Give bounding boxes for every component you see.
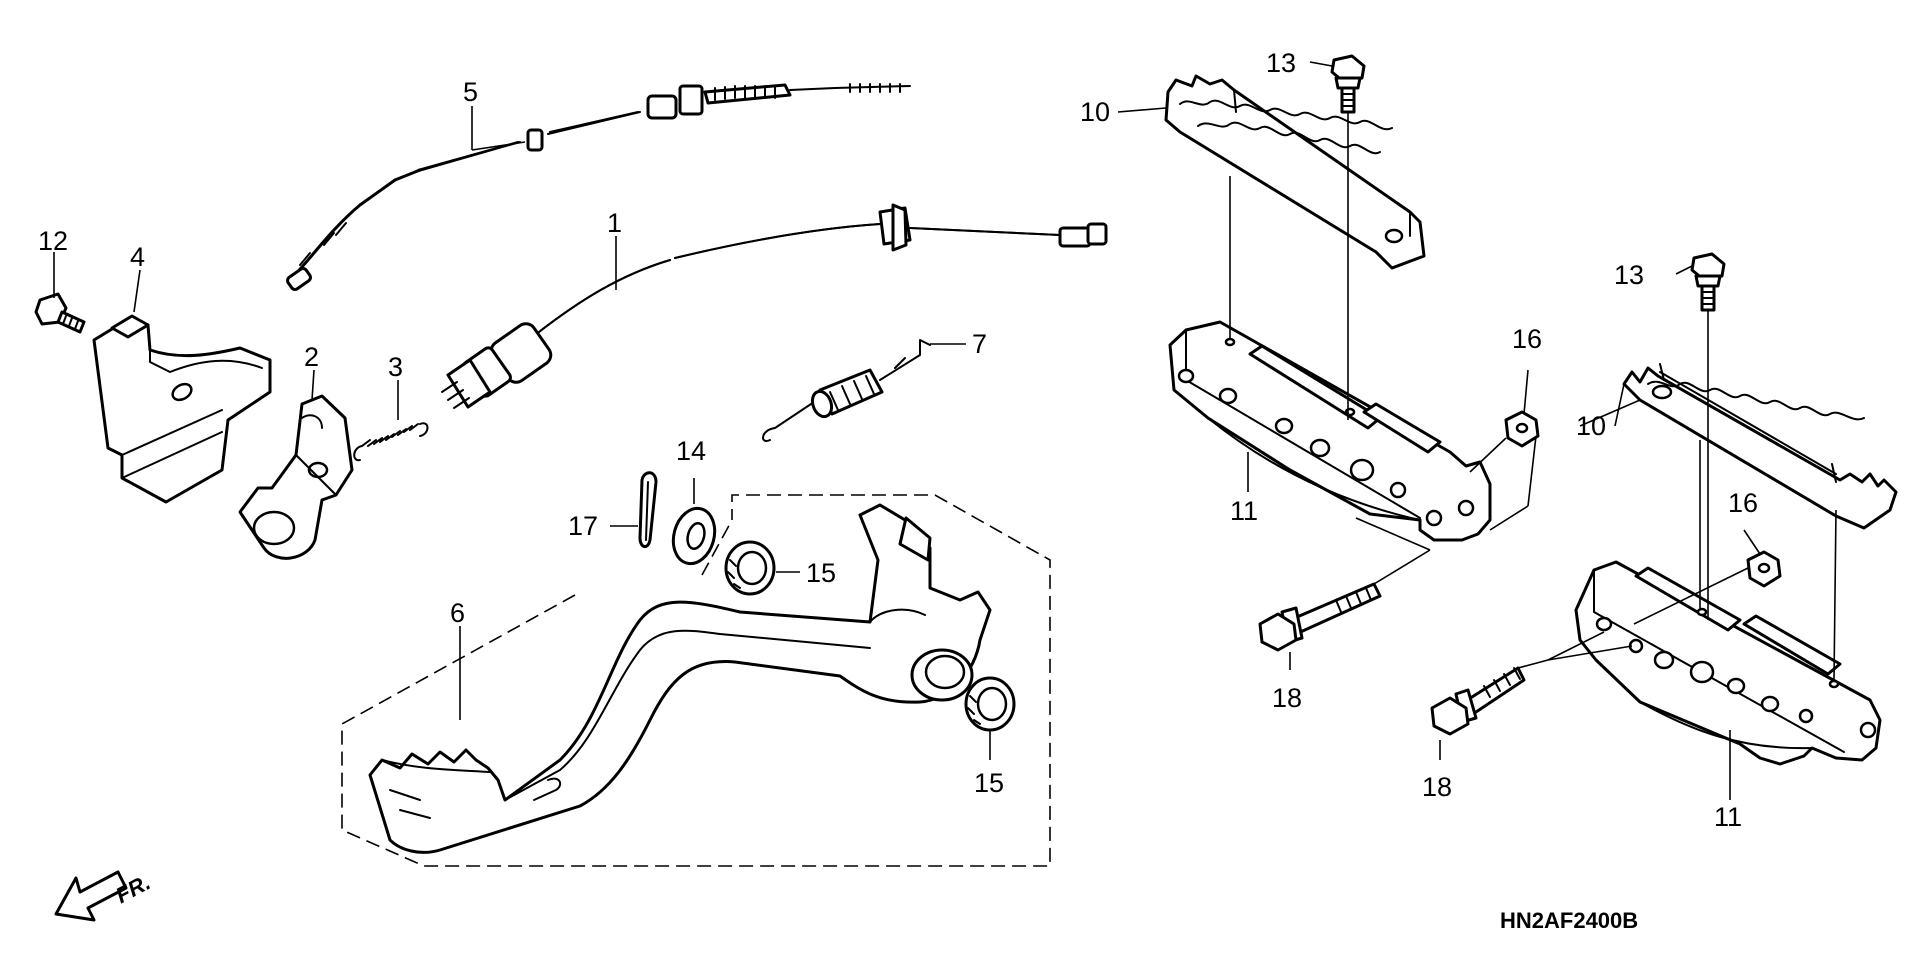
part-15-bushing-lower — [964, 676, 1016, 732]
part-16-nut-lower — [1746, 550, 1782, 588]
part-2-bracket — [238, 394, 354, 560]
callout-13-lower: 13 — [1614, 260, 1644, 290]
callout-15-upper: 15 — [806, 558, 836, 588]
callout-17: 17 — [568, 511, 598, 541]
diagram-code: HN2AF2400B — [1500, 908, 1638, 933]
part-12-bolt — [34, 292, 86, 334]
part-10-step-plate-upper — [1164, 74, 1426, 270]
callout-13-upper: 13 — [1266, 48, 1296, 78]
part-11-step-bracket-lower — [1574, 560, 1882, 766]
callout-16-lower: 16 — [1728, 488, 1758, 518]
part-11-step-bracket-upper — [1168, 320, 1492, 542]
callout-3: 3 — [388, 352, 403, 382]
callout-5: 5 — [463, 77, 478, 107]
callout-18-upper: 18 — [1272, 683, 1302, 713]
callout-2: 2 — [304, 342, 319, 372]
callout-10-lower: 10 — [1576, 411, 1606, 441]
part-7-spring — [762, 339, 931, 442]
callout-11-lower: 11 — [1714, 802, 1742, 832]
part-4-bracket — [92, 314, 272, 504]
callout-10-upper: 10 — [1080, 97, 1110, 127]
part-13-bolt-upper — [1330, 54, 1366, 114]
part-15-bushing-upper — [724, 540, 776, 596]
callout-4: 4 — [130, 242, 145, 272]
callout-15-lower: 15 — [974, 768, 1004, 798]
callout-labels: 1 2 3 4 5 6 7 10 10 11 11 12 13 13 14 15… — [38, 48, 1758, 832]
part-18-bolt-lower — [1430, 666, 1526, 736]
callout-18-lower: 18 — [1422, 772, 1452, 802]
part-1-brake-cable — [441, 203, 1108, 409]
callout-11-upper: 11 — [1230, 496, 1258, 526]
part-18-bolt-upper — [1258, 582, 1382, 652]
callout-6: 6 — [450, 598, 465, 628]
callout-16-upper: 16 — [1512, 324, 1542, 354]
callout-1: 1 — [607, 208, 622, 238]
part-3-spring — [353, 422, 429, 462]
assembly-outline — [341, 494, 1051, 867]
callout-7: 7 — [972, 329, 987, 359]
part-6-brake-pedal — [368, 503, 992, 854]
callout-12: 12 — [38, 226, 68, 256]
part-16-nut-upper — [1504, 410, 1540, 448]
part-5-brake-cable — [286, 83, 911, 291]
arrow-icon — [54, 870, 128, 922]
part-14-washer — [671, 506, 717, 566]
part-10-step-plate-lower — [1622, 363, 1898, 530]
part-17-cotter-pin — [638, 471, 658, 548]
front-direction-arrow: FR. — [54, 869, 155, 922]
part-13-bolt-lower — [1690, 252, 1726, 312]
callout-14: 14 — [676, 436, 706, 466]
leader-lines — [53, 61, 1837, 800]
